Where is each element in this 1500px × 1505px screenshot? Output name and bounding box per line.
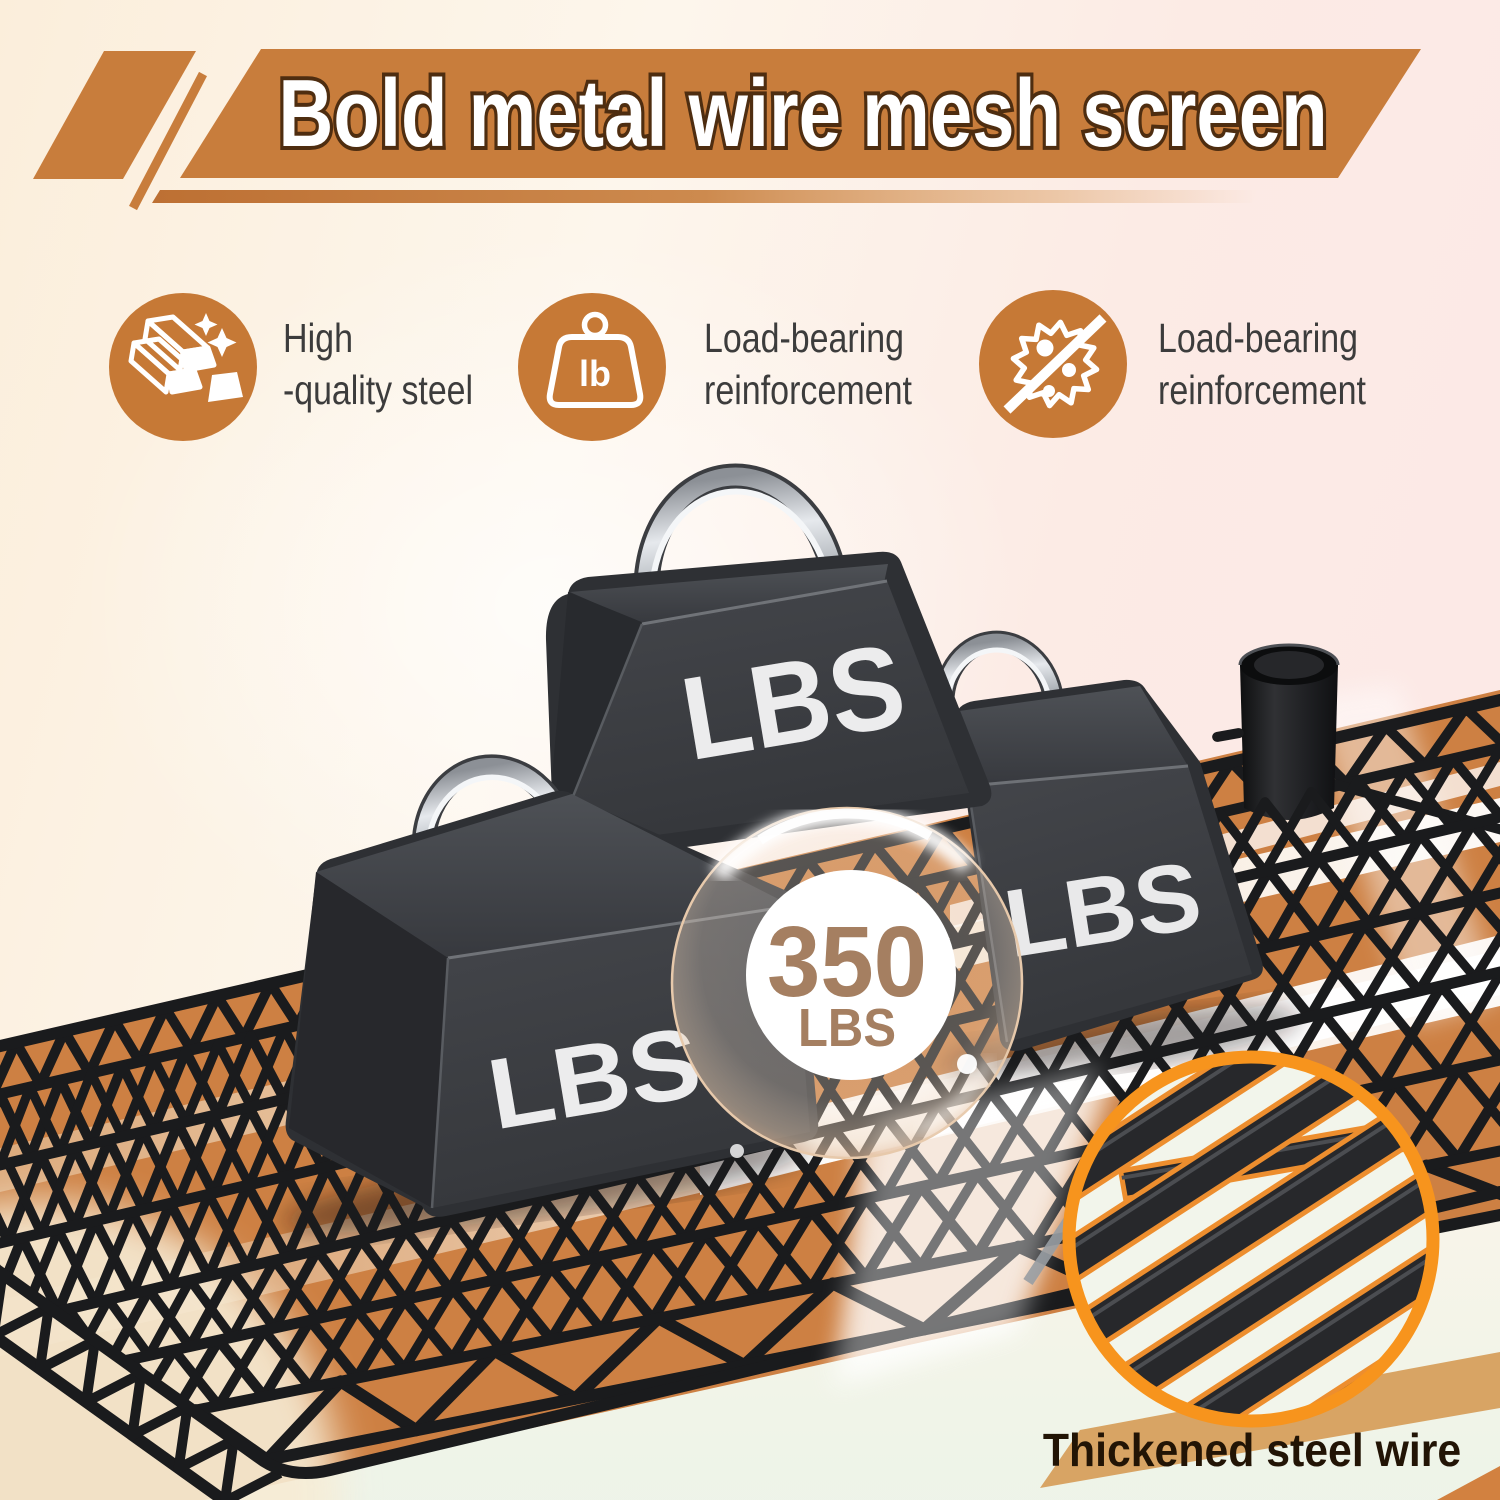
svg-text:reinforcement: reinforcement bbox=[1158, 367, 1366, 413]
svg-text:High: High bbox=[283, 315, 353, 361]
svg-text:350: 350 bbox=[767, 906, 927, 1018]
svg-text:Load-bearing: Load-bearing bbox=[1158, 315, 1358, 361]
svg-text:Bold metal wire mesh screen: Bold metal wire mesh screen bbox=[278, 61, 1327, 167]
svg-text:reinforcement: reinforcement bbox=[704, 367, 912, 413]
svg-text:Load-bearing: Load-bearing bbox=[704, 315, 904, 361]
svg-text:-quality steel: -quality steel bbox=[283, 367, 473, 413]
svg-text:LBS: LBS bbox=[798, 998, 896, 1058]
svg-text:Thickened steel wire: Thickened steel wire bbox=[1043, 1426, 1461, 1477]
svg-text:lb: lb bbox=[579, 353, 611, 394]
